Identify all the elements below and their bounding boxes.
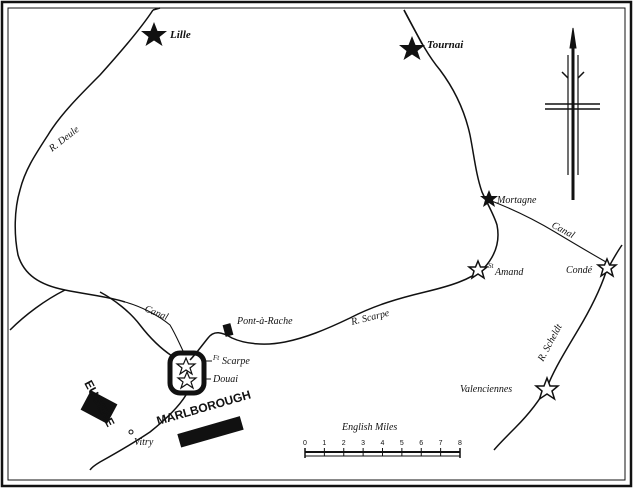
scale-tick-label: 1 bbox=[322, 440, 326, 447]
douai-fortifications bbox=[167, 350, 207, 396]
compass-tick bbox=[561, 71, 569, 79]
scale-tick-label: 6 bbox=[419, 440, 423, 447]
label-lille: Lille bbox=[169, 29, 191, 41]
scale-tick-label: 8 bbox=[458, 440, 462, 447]
scale-tick-label: 0 bbox=[303, 440, 307, 447]
label-r-scheldt: R. Scheldt bbox=[535, 322, 564, 364]
label-valenciennes: Valenciennes bbox=[460, 384, 512, 395]
river-deule-south bbox=[99, 291, 173, 357]
river-scarpe-south bbox=[89, 394, 187, 471]
label-st-amand: Amand bbox=[494, 267, 524, 278]
label-r-scarpe: R. Scarpe bbox=[349, 308, 391, 328]
scale-tick-label: 4 bbox=[381, 440, 385, 447]
canal-east bbox=[488, 199, 607, 263]
pont-a-rache-marker bbox=[222, 323, 234, 337]
label-conde: Condé bbox=[566, 265, 593, 276]
label-ft-scarpe-sup: Ft bbox=[212, 354, 220, 362]
compass-icon bbox=[545, 27, 600, 200]
label-mortagne: Mortagne bbox=[496, 195, 537, 206]
river-tournai-reach bbox=[403, 9, 423, 45]
river-deule-north bbox=[152, 7, 161, 11]
label-canal-west: Canal bbox=[143, 304, 170, 323]
label-ft-scarpe: Scarpe bbox=[222, 356, 250, 367]
douai-star-icon bbox=[176, 370, 198, 390]
label-st-amand-sup: St bbox=[488, 262, 495, 270]
river-deule bbox=[14, 9, 154, 303]
scale-ticks: 0 1 2 3 4 5 6 7 8 bbox=[303, 440, 462, 456]
eugene-army-block bbox=[80, 390, 118, 424]
vitry-marker bbox=[128, 429, 134, 435]
st-amand-star-icon bbox=[466, 259, 490, 280]
map-inner-border bbox=[7, 7, 626, 481]
compass-tick bbox=[577, 71, 585, 79]
scale-tick-label: 2 bbox=[342, 440, 346, 447]
label-pont-a-rache: Pont-à-Rache bbox=[236, 316, 293, 327]
label-canal-east: Canal bbox=[550, 220, 577, 241]
valenciennes-star-icon bbox=[533, 375, 561, 401]
scale-tick-label: 7 bbox=[439, 440, 443, 447]
scale-title: English Miles bbox=[341, 422, 397, 433]
river-scheldt-upper bbox=[403, 9, 499, 269]
label-douai: Douai bbox=[212, 374, 238, 385]
river-scarpe bbox=[189, 267, 485, 361]
label-vitry: Vitry bbox=[134, 437, 154, 448]
river-west-spur bbox=[9, 289, 66, 331]
mortagne-star-icon bbox=[480, 190, 498, 207]
lille-star-icon bbox=[141, 22, 167, 46]
ft-scarpe-star-icon bbox=[175, 356, 197, 376]
marlborough-army-block bbox=[177, 416, 244, 448]
conde-star-icon bbox=[595, 257, 619, 278]
scale-tick-label: 3 bbox=[361, 440, 365, 447]
scale-tick-label: 5 bbox=[400, 440, 404, 447]
canal-west bbox=[124, 301, 186, 356]
label-tournai: Tournai bbox=[427, 39, 464, 51]
tournai-star-icon bbox=[399, 36, 425, 60]
